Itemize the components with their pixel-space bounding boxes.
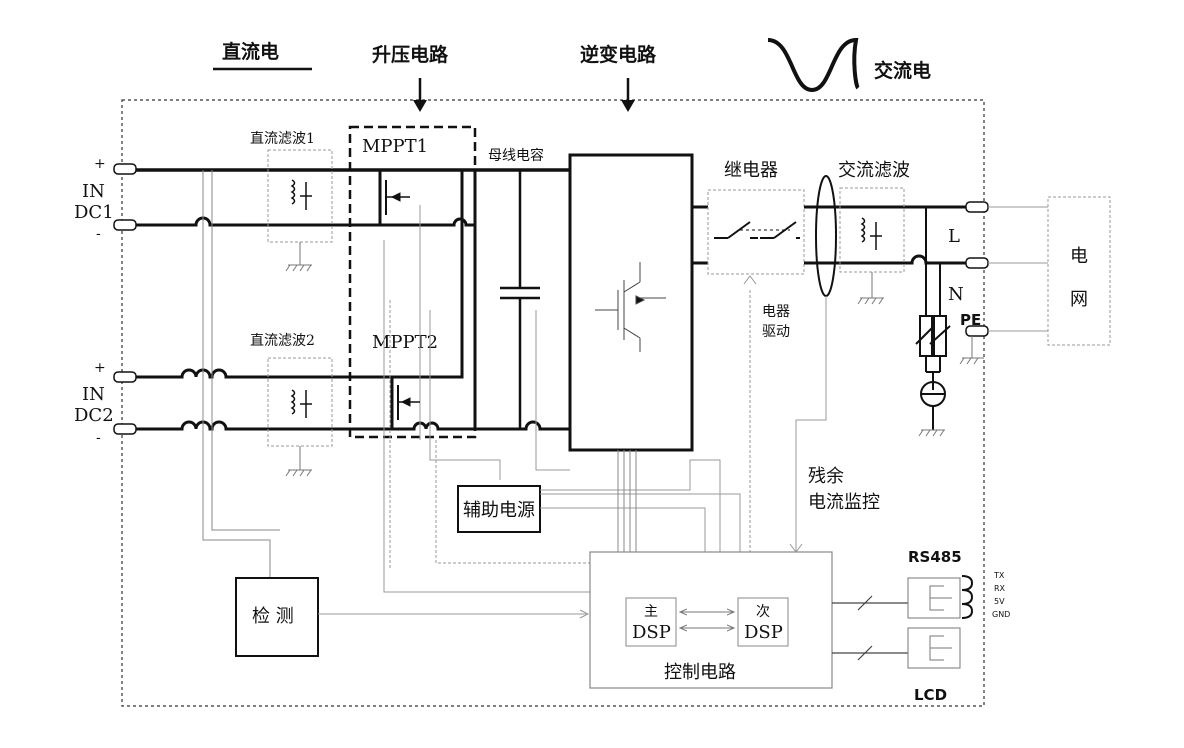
line-n-label: N <box>948 284 964 305</box>
dc1-minus-terminal <box>113 219 137 231</box>
pin-rx: RX <box>994 584 1006 593</box>
rs485-pin-labels: TX RX 5V GND <box>992 571 1010 619</box>
ac-filter-label: 交流滤波 <box>838 160 910 181</box>
detection-box <box>235 577 319 657</box>
grid-box <box>1047 196 1111 346</box>
pin-tx: TX <box>993 571 1005 580</box>
dc2-plus: + <box>94 360 106 376</box>
terminal-n <box>965 257 989 269</box>
main-dsp-label-1: 主 <box>644 604 658 620</box>
inverter-block <box>568 153 694 452</box>
mppt1-switch-icon <box>378 172 410 225</box>
ac-filter-ground-icon <box>857 272 884 305</box>
dc-filter-1-inductor-icon <box>290 179 312 210</box>
mppt1-label: MPPT1 <box>362 136 428 157</box>
main-dsp-label-2: DSP <box>632 622 671 643</box>
sub-dsp-label-1: 次 <box>756 604 770 620</box>
dc-filter-1-label: 直流滤波1 <box>250 130 315 147</box>
surge-ground-icon <box>918 429 945 437</box>
ac-section-title: 交流电 <box>874 59 931 82</box>
inverter-section-title: 逆变电路 <box>580 43 657 66</box>
residual-current-label-2: 电流监控 <box>808 492 880 513</box>
pin-gnd: GND <box>992 610 1010 619</box>
grid-label-2: 网 <box>1070 289 1088 310</box>
line-l-label: L <box>948 226 960 247</box>
dc2-label: DC2 <box>74 405 114 426</box>
line-pe-label: PE <box>960 311 981 329</box>
dc2-minus: - <box>96 430 101 446</box>
residual-current-label-1: 残余 <box>808 466 844 487</box>
rs485-coil-icon <box>961 575 974 619</box>
gas-discharge-tube-icon <box>920 381 946 430</box>
dc2-minus-terminal <box>113 423 137 435</box>
dc-filter-1-ground-icon <box>285 242 312 272</box>
inverter-arrow <box>621 78 635 112</box>
bus-capacitor-icon <box>500 170 540 429</box>
ac-sine-icon <box>767 37 860 93</box>
dc2-in-label: IN <box>82 384 105 405</box>
dc1-in-label: IN <box>82 181 105 202</box>
boost-section-title: 升压电路 <box>372 43 449 66</box>
dc-filter-2-label: 直流滤波2 <box>250 332 315 349</box>
dc1-minus: - <box>96 226 101 242</box>
dc-filter-2-inductor-icon <box>290 389 312 418</box>
control-circuit-label: 控制电路 <box>664 662 736 683</box>
dc1-plus-terminal <box>113 163 137 175</box>
dc-filter-2-box <box>267 357 333 447</box>
main-dsp-box <box>625 597 677 647</box>
lcd-label: LCD <box>914 686 947 704</box>
dsp-link-arrows <box>680 612 734 628</box>
varistor-icon <box>915 207 951 382</box>
relay-switch-icon <box>714 221 800 239</box>
sub-dsp-box <box>737 597 789 647</box>
dc-filter-2-ground-icon <box>285 446 312 477</box>
mppt2-switch-icon <box>390 377 420 429</box>
relay-drive-label-2: 驱动 <box>762 324 790 340</box>
sub-dsp-label-2: DSP <box>744 622 783 643</box>
pe-ground-icon <box>959 336 984 365</box>
pin-5v: 5V <box>994 597 1005 606</box>
mppt2-label: MPPT2 <box>372 332 438 353</box>
grid-label-1: 电 <box>1070 246 1088 267</box>
dc1-label: DC1 <box>74 202 114 223</box>
boost-arrow <box>413 78 427 112</box>
relay-box <box>707 189 805 275</box>
rs485-label: RS485 <box>908 548 962 566</box>
dc-section-title: 直流电 <box>222 40 279 63</box>
terminal-pe <box>965 325 989 337</box>
bus-capacitor-label: 母线电容 <box>488 147 544 164</box>
enclosure-outline <box>121 99 985 707</box>
aux-power-label: 辅助电源 <box>463 500 535 521</box>
relay-label: 继电器 <box>724 160 778 181</box>
ac-filter-inductor-icon <box>860 217 882 250</box>
relay-drive-label-1: 电器 <box>762 304 790 320</box>
dc1-plus: + <box>94 156 106 172</box>
dc2-plus-terminal <box>113 371 137 383</box>
terminal-l <box>965 201 989 213</box>
aux-power-box <box>457 485 541 533</box>
inverter-igbt-icon <box>595 262 666 352</box>
detection-label: 检 测 <box>252 606 294 627</box>
